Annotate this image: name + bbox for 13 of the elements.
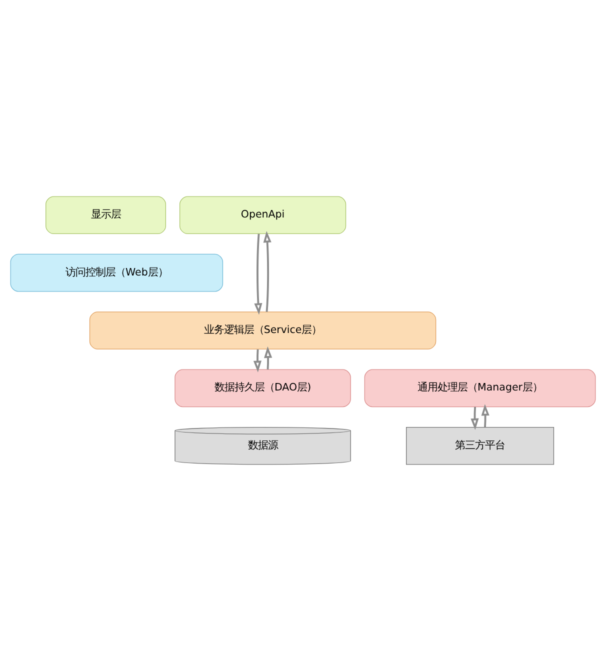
- node-box: 业务逻辑层（Service层）: [89, 312, 436, 350]
- arrow: [253, 349, 262, 372]
- node-box: 访问控制层（Web层）: [10, 254, 224, 292]
- node-box: 数据持久层（DAO层): [174, 369, 351, 408]
- node-box: 通用处理层（Manager层）: [364, 369, 596, 408]
- node-box: OpenApi: [179, 196, 346, 234]
- arrow: [470, 406, 479, 430]
- arrow: [481, 404, 490, 428]
- node-box: 显示层: [46, 196, 166, 234]
- node-box: 第三方平台: [406, 426, 554, 465]
- arrow: [264, 346, 272, 370]
- arrow: [254, 234, 262, 315]
- arrow: [263, 230, 272, 312]
